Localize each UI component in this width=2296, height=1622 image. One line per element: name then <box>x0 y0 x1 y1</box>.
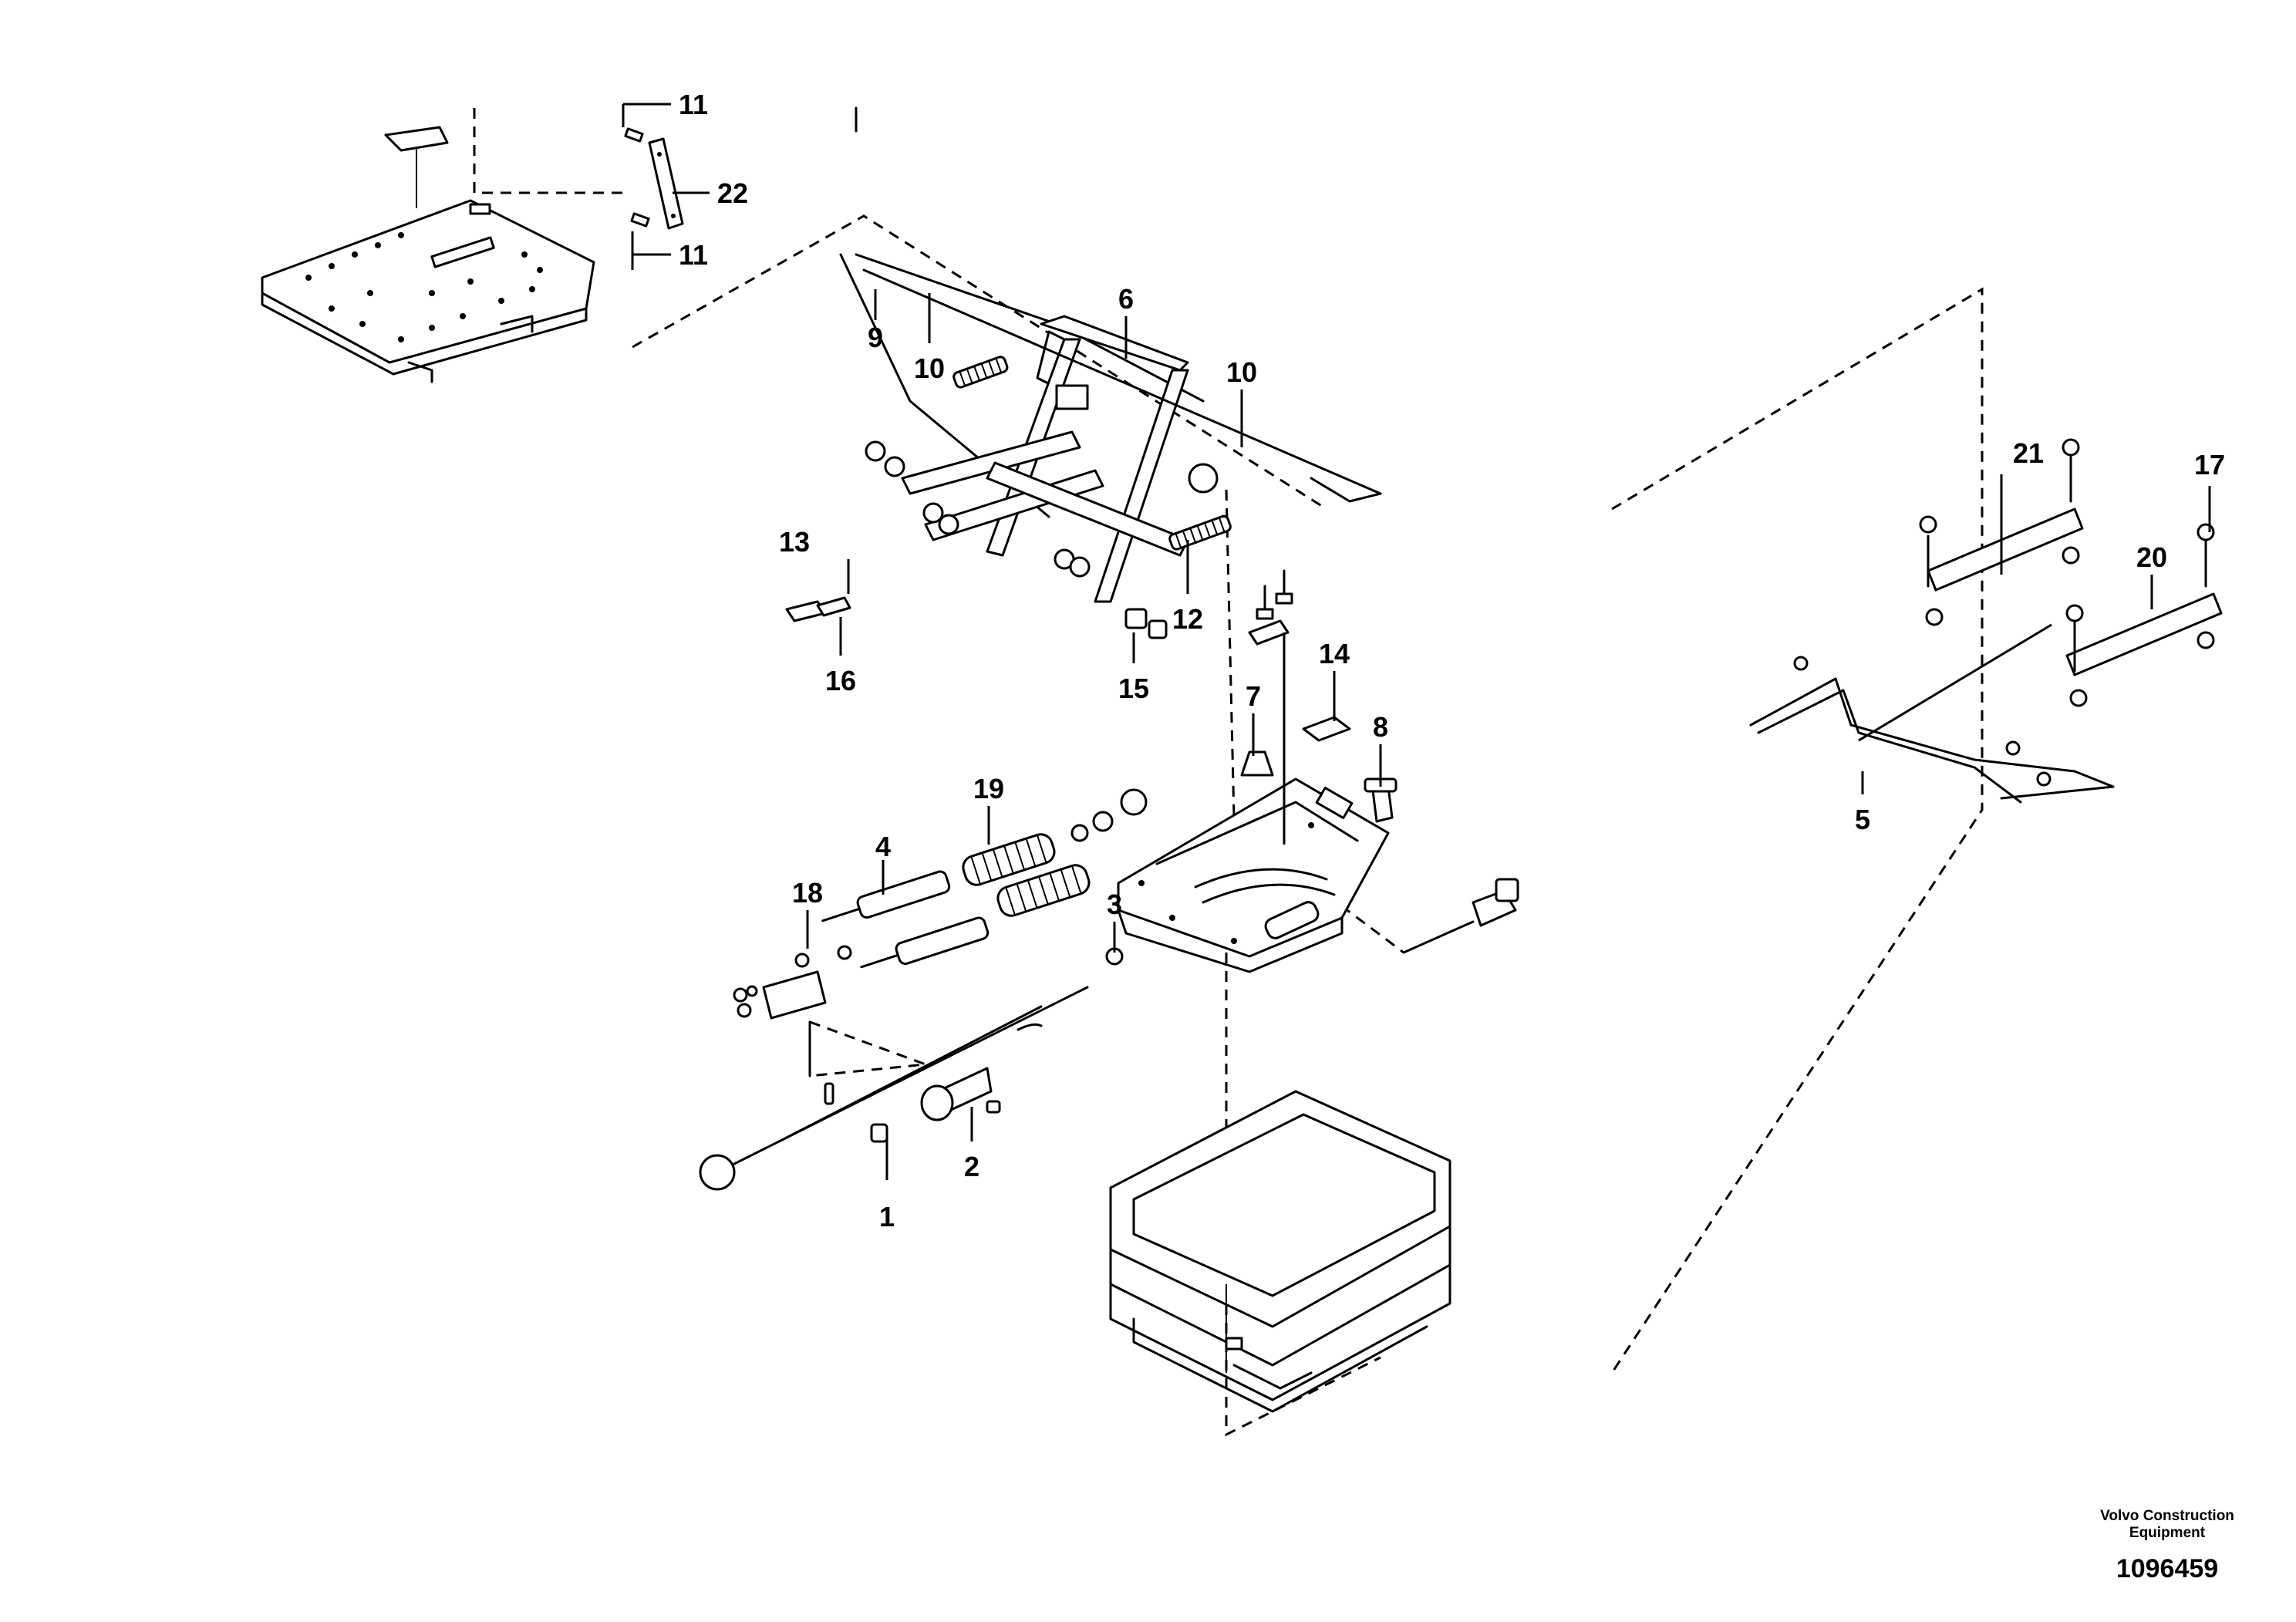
callout-11b: 11 <box>679 239 708 271</box>
adjust-handle-rod <box>699 947 1124 1191</box>
leader-lines <box>622 103 2211 1180</box>
bracket-part-13-16 <box>785 596 851 622</box>
seat-top-plate <box>261 126 595 383</box>
callout-14: 14 <box>1319 638 1350 669</box>
callout-8: 8 <box>1373 711 1388 743</box>
rod-part-5 <box>1749 623 2115 804</box>
brand-line-2: Equipment <box>2129 1525 2206 1541</box>
drawing-number: 1096459 <box>2116 1554 2219 1583</box>
part-7-8-14 <box>1240 716 1397 823</box>
callout-labels: 1 2 3 4 5 6 7 8 9 10 10 11 11 12 13 14 1… <box>679 89 2225 1233</box>
electrical-connector <box>1402 878 1519 954</box>
bracket-part-21 <box>1919 438 2084 626</box>
callout-5: 5 <box>1855 804 1870 835</box>
callout-10a: 10 <box>914 352 945 384</box>
bracket-part-20 <box>2065 523 2223 707</box>
seat-base-frame <box>1117 777 1390 973</box>
drawing-footer: Volvo Construction Equipment 1096459 <box>2052 1508 2283 1584</box>
callout-9: 9 <box>868 322 883 353</box>
callout-10b: 10 <box>1226 356 1257 388</box>
callout-13: 13 <box>779 526 810 558</box>
callout-1: 1 <box>879 1201 895 1233</box>
bolts-part-7 <box>1248 569 1293 845</box>
callout-16: 16 <box>825 665 856 696</box>
callout-2: 2 <box>964 1151 979 1182</box>
callout-12: 12 <box>1172 603 1203 635</box>
strap-part-22 <box>624 127 684 230</box>
callout-19: 19 <box>973 773 1004 804</box>
bracket-part-18 <box>733 945 852 1077</box>
brand-line-1: Volvo Construction <box>2100 1508 2234 1524</box>
callout-18: 18 <box>792 877 823 909</box>
callout-3: 3 <box>1107 889 1122 920</box>
callout-22: 22 <box>717 177 748 209</box>
springs-part-6-area <box>865 356 1232 639</box>
callout-7: 7 <box>1246 680 1261 712</box>
callout-11a: 11 <box>679 89 708 120</box>
callout-6: 6 <box>1118 283 1134 315</box>
springs-part-19 <box>962 788 1148 917</box>
gas-struts-part-4 <box>821 870 990 969</box>
scissor-frame-part-6 <box>839 106 1382 603</box>
suspension-bellows <box>1109 1090 1451 1413</box>
callout-17: 17 <box>2194 449 2225 481</box>
callout-20: 20 <box>2136 541 2167 573</box>
callout-4: 4 <box>875 831 891 862</box>
callout-15: 15 <box>1118 673 1149 704</box>
callout-21: 21 <box>2013 437 2044 469</box>
